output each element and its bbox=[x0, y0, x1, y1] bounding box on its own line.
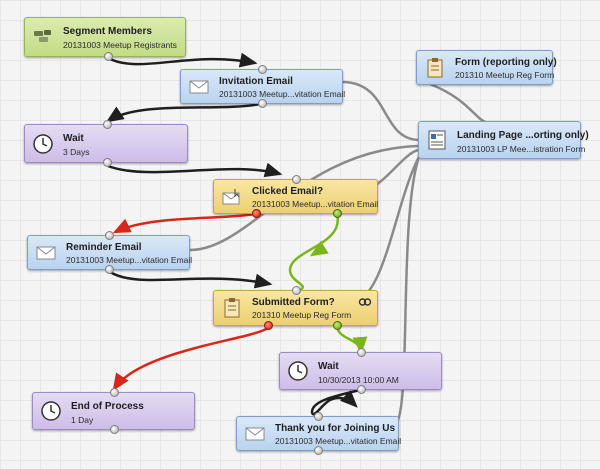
node-title: Wait bbox=[318, 361, 339, 372]
node-title: Landing Page ...orting only) bbox=[457, 130, 589, 141]
node-end-of-process[interactable]: End of Process 1 Day bbox=[32, 388, 195, 434]
node-subtitle: 10/30/2013 10:00 AM bbox=[318, 375, 399, 385]
no-branch-port[interactable] bbox=[264, 321, 273, 330]
flow-submitted-yes-to-wait2 bbox=[335, 325, 368, 355]
envelope-icon bbox=[35, 242, 57, 264]
node-title: Segment Members bbox=[63, 26, 152, 37]
input-port[interactable] bbox=[258, 65, 267, 74]
yes-branch-port[interactable] bbox=[333, 209, 342, 218]
connector-landing-to-thankyou bbox=[396, 159, 420, 421]
link-icon[interactable] bbox=[358, 297, 372, 307]
node-reminder-email[interactable]: Reminder Email 20131003 Meetup...vitatio… bbox=[27, 231, 193, 274]
node-subtitle: 20131003 Meetup...vitation Email bbox=[66, 255, 193, 265]
input-port[interactable] bbox=[110, 388, 119, 397]
input-port[interactable] bbox=[103, 120, 112, 129]
output-port[interactable] bbox=[105, 265, 114, 274]
node-subtitle: 1 Day bbox=[71, 415, 94, 425]
yes-branch-port[interactable] bbox=[333, 321, 342, 330]
node-subtitle: 201310 Meetup Reg Form bbox=[252, 310, 352, 320]
connector-invite-to-landing bbox=[341, 80, 419, 142]
node-subtitle: 20131003 LP Mee...istration Form bbox=[457, 144, 586, 154]
flow-clicked-yes-arrow bbox=[309, 240, 329, 257]
node-subtitle: 20131003 Meetup...vitation Email bbox=[252, 199, 379, 209]
node-invitation-email[interactable]: Invitation Email 20131003 Meetup...vitat… bbox=[180, 65, 346, 108]
connector-form-to-landing bbox=[429, 82, 489, 125]
node-submitted-form[interactable]: Submitted Form? 201310 Meetup Reg Form bbox=[213, 286, 378, 330]
people-icon bbox=[32, 26, 54, 48]
form-icon bbox=[424, 57, 446, 79]
node-title: Thank you for Joining Us bbox=[275, 423, 396, 434]
flow-segment-to-invite bbox=[107, 52, 258, 68]
node-subtitle: 201310 Meetup Reg Form bbox=[455, 70, 555, 80]
output-port[interactable] bbox=[357, 385, 366, 394]
flow-reminder-to-submitted bbox=[109, 270, 273, 289]
clock-icon bbox=[40, 400, 62, 422]
flow-invite-to-wait bbox=[105, 102, 261, 123]
flow-wait2-to-thankyou bbox=[310, 388, 361, 416]
node-segment-members[interactable]: Segment Members 20131003 Meetup Registra… bbox=[24, 17, 186, 61]
node-form-reporting[interactable]: Form (reporting only) 201310 Meetup Reg … bbox=[416, 50, 557, 85]
output-port[interactable] bbox=[314, 446, 323, 455]
no-branch-port[interactable] bbox=[252, 209, 261, 218]
node-title: Wait bbox=[63, 133, 84, 144]
node-title: End of Process bbox=[71, 401, 144, 412]
node-landing-page[interactable]: Landing Page ...orting only) 20131003 LP… bbox=[418, 121, 589, 159]
flow-clicked-yes-to-submitted bbox=[288, 213, 339, 292]
input-port[interactable] bbox=[357, 348, 366, 357]
clock-icon bbox=[32, 133, 54, 155]
node-title: Invitation Email bbox=[219, 76, 293, 87]
node-wait-date[interactable]: Wait 10/30/2013 10:00 AM bbox=[279, 348, 442, 394]
landing-page-icon bbox=[426, 129, 448, 151]
input-port[interactable] bbox=[314, 412, 323, 421]
node-subtitle: 3 Days bbox=[63, 147, 90, 157]
envelope-icon bbox=[244, 423, 266, 445]
form-icon bbox=[221, 297, 243, 319]
node-clicked-email[interactable]: Clicked Email? 20131003 Meetup...vitatio… bbox=[213, 175, 379, 218]
clicked-email-icon bbox=[221, 186, 243, 208]
input-port[interactable] bbox=[105, 231, 114, 240]
input-port[interactable] bbox=[292, 286, 301, 295]
flow-wait-to-clicked bbox=[107, 162, 283, 178]
envelope-icon bbox=[188, 76, 210, 98]
flow-clicked-no-to-reminder bbox=[112, 212, 256, 234]
node-subtitle: 20131003 Meetup...vitation Email bbox=[275, 436, 402, 446]
input-port[interactable] bbox=[292, 175, 301, 184]
output-port[interactable] bbox=[110, 425, 119, 434]
node-subtitle: 20131003 Meetup...vitation Email bbox=[219, 89, 346, 99]
node-subtitle: 20131003 Meetup Registrants bbox=[63, 40, 177, 50]
node-title: Form (reporting only) bbox=[455, 57, 557, 68]
clock-icon bbox=[287, 360, 309, 382]
flow-submitted-no-to-end bbox=[112, 326, 269, 392]
output-port[interactable] bbox=[258, 99, 267, 108]
node-title: Clicked Email? bbox=[252, 186, 324, 197]
node-thank-you-email[interactable]: Thank you for Joining Us 20131003 Meetup… bbox=[236, 412, 402, 455]
node-title: Reminder Email bbox=[66, 242, 142, 253]
output-port[interactable] bbox=[103, 158, 112, 167]
node-title: Submitted Form? bbox=[252, 297, 335, 308]
output-port[interactable] bbox=[104, 52, 113, 61]
node-wait-3-days[interactable]: Wait 3 Days bbox=[24, 120, 188, 167]
